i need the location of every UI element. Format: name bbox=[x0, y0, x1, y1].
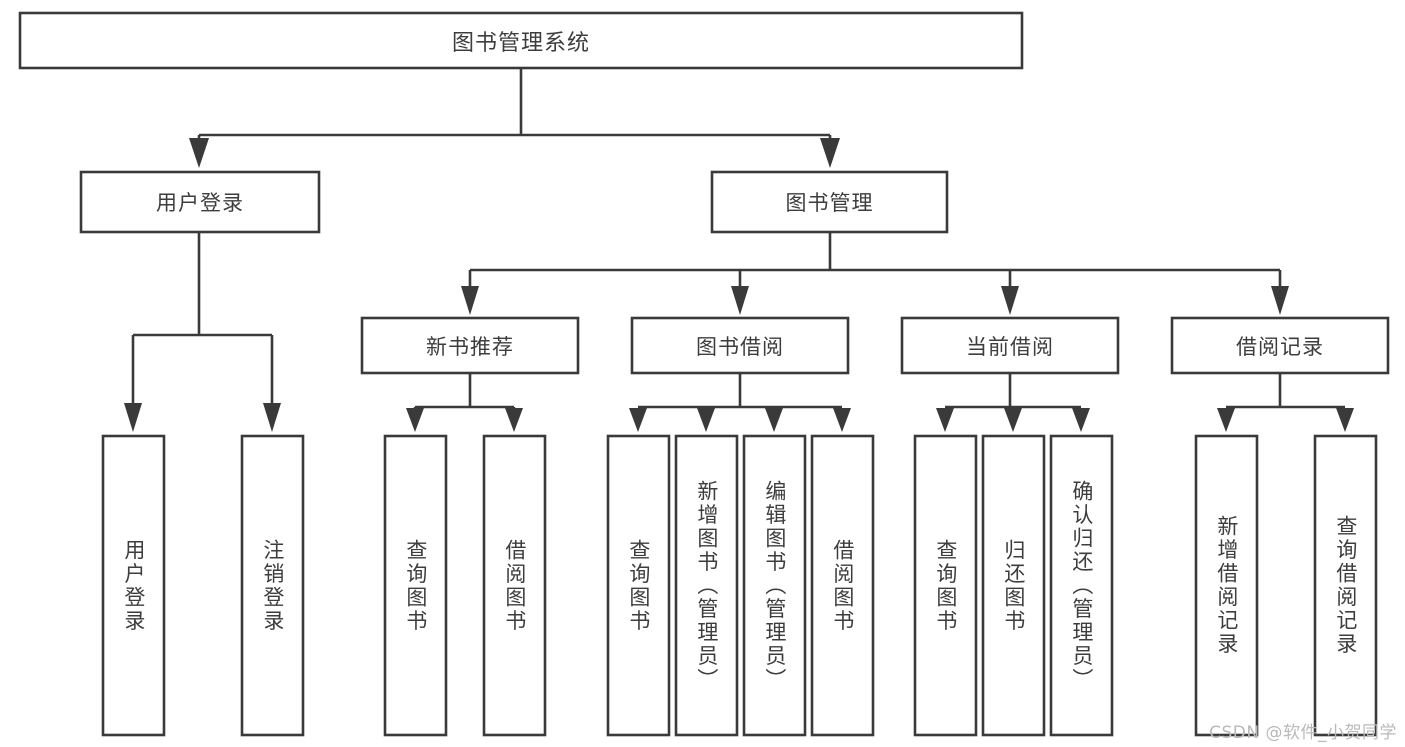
node-box-book-borrow[interactable] bbox=[630, 316, 850, 375]
node-box-borrow-record[interactable] bbox=[1170, 316, 1390, 375]
node-box-leaf-borrow-book-2[interactable] bbox=[810, 434, 875, 737]
arrow-head-leaf-add-book bbox=[697, 408, 715, 432]
arrow-head-leaf-add-record bbox=[1217, 408, 1235, 432]
connector-group-current-borrow-to-leaves bbox=[936, 373, 1090, 432]
connector-group-new-book-recommend-to-leaves bbox=[406, 373, 523, 432]
arrow-head-leaf-borrow-book-1 bbox=[505, 408, 523, 432]
node-box-leaf-query-record[interactable] bbox=[1313, 434, 1378, 737]
arrow-head-leaf-query-book-1 bbox=[406, 408, 424, 432]
connector-group-borrow-record-to-leaves bbox=[1217, 373, 1354, 432]
connector-group-book-manage-to-level3 bbox=[461, 232, 1289, 315]
arrow-head-new-book-recommend bbox=[461, 286, 479, 315]
arrow-head-leaf-confirm-return bbox=[1072, 408, 1090, 432]
node-box-book-manage[interactable] bbox=[710, 170, 949, 234]
arrow-head-leaf-return-book bbox=[1004, 408, 1022, 432]
arrow-head-book-borrow bbox=[731, 286, 749, 315]
node-box-leaf-add-record[interactable] bbox=[1194, 434, 1259, 737]
arrow-head-leaf-query-book-3 bbox=[936, 408, 954, 432]
connector-group-user-login-to-leaves bbox=[124, 232, 281, 432]
node-box-leaf-user-login[interactable] bbox=[101, 434, 166, 737]
arrow-head-borrow-record bbox=[1271, 286, 1289, 315]
node-box-leaf-return-book[interactable] bbox=[981, 434, 1046, 737]
arrow-head-current-borrow bbox=[1001, 286, 1019, 315]
arrow-head-book-manage bbox=[820, 138, 840, 168]
arrow-head-leaf-query-book-2 bbox=[629, 408, 647, 432]
node-box-leaf-query-book-1[interactable] bbox=[383, 434, 448, 737]
arrow-head-leaf-query-record bbox=[1336, 408, 1354, 432]
arrow-head-leaf-user-login bbox=[124, 403, 142, 432]
node-box-new-book-recommend[interactable] bbox=[360, 316, 580, 375]
arrow-head-user-login bbox=[189, 138, 209, 168]
node-box-leaf-logout[interactable] bbox=[240, 434, 305, 737]
node-box-leaf-confirm-return[interactable] bbox=[1049, 434, 1114, 737]
node-box-current-borrow[interactable] bbox=[900, 316, 1120, 375]
csdn-watermark: CSDN @软件_小贺同学 bbox=[1209, 723, 1397, 743]
arrow-head-leaf-borrow-book-2 bbox=[833, 408, 851, 432]
node-box-leaf-query-book-2[interactable] bbox=[606, 434, 671, 737]
arrow-head-leaf-logout bbox=[263, 403, 281, 432]
node-box-user-login[interactable] bbox=[79, 170, 321, 234]
node-box-leaf-edit-book[interactable] bbox=[742, 434, 807, 737]
node-box-leaf-add-book[interactable] bbox=[674, 434, 739, 737]
node-box-root[interactable] bbox=[18, 11, 1024, 70]
node-box-leaf-query-book-3[interactable] bbox=[913, 434, 978, 737]
arrow-head-leaf-edit-book bbox=[765, 408, 783, 432]
connector-group-book-borrow-to-leaves bbox=[629, 373, 851, 432]
connector-group-root-to-level2 bbox=[189, 68, 840, 168]
node-box-leaf-borrow-book-1[interactable] bbox=[482, 434, 547, 737]
